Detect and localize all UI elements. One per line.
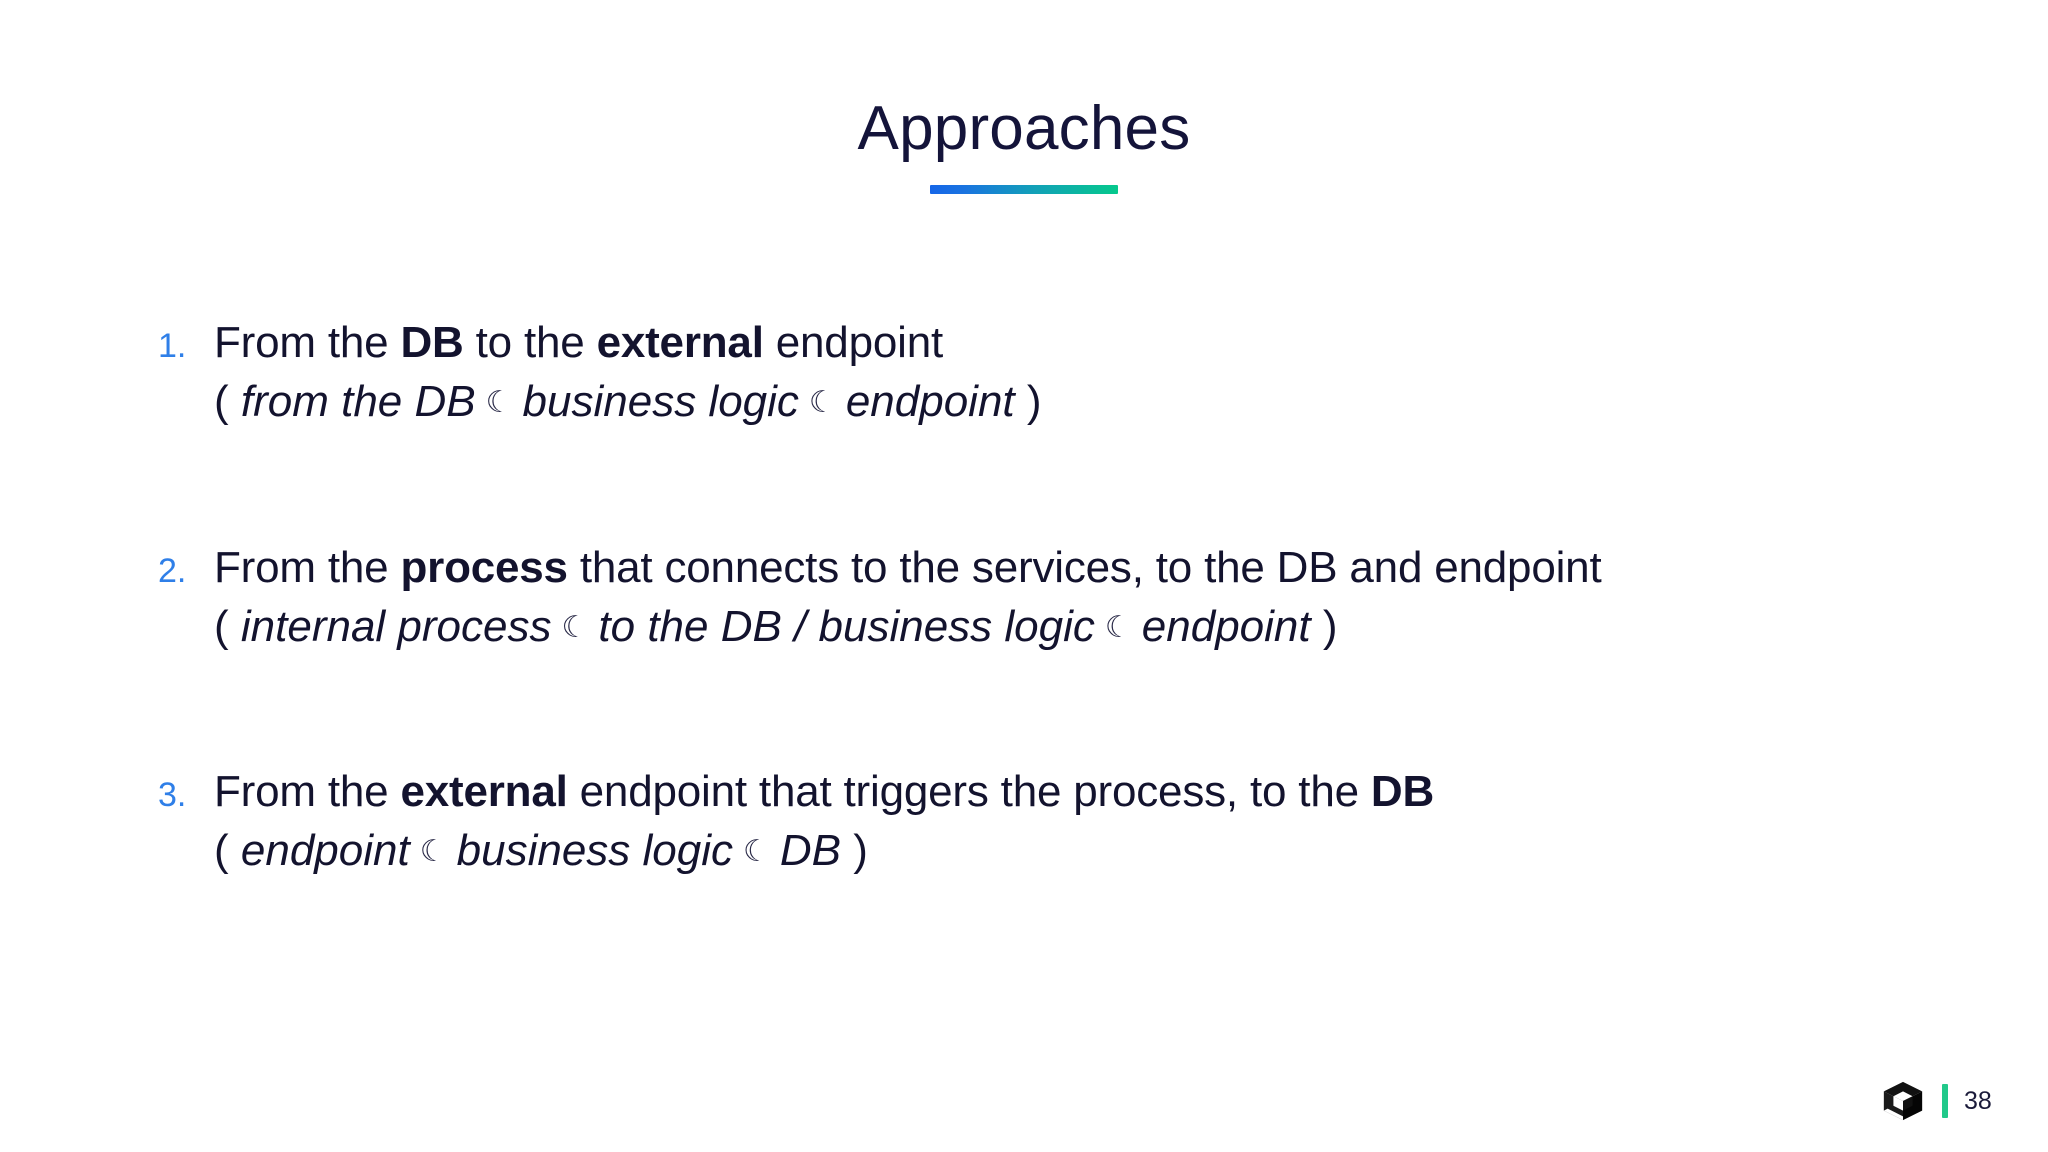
list-item: 3. From the external endpoint that trigg… [158,767,1988,876]
text-emphasis: external [400,767,568,817]
arrow-icon: ☾ [743,835,770,869]
list-item-sub-line: ( endpoint ☾ business logic ☾ DB ) [158,826,1988,875]
flow-step: business logic [456,826,733,876]
arrow-icon: ☾ [808,386,836,420]
arrow-icon: ☾ [485,386,513,420]
list-marker: 1. [158,327,187,365]
text-segment: that connects to the services, to the DB… [567,542,1602,592]
list-item-text: From the process that connects to the se… [214,542,1602,592]
text-segment: From the [214,542,401,592]
title-block: Approaches [0,94,2048,195]
list-item-main-line: 3. From the external endpoint that trigg… [158,767,1988,816]
list-item-text: From the DB to the external endpoint [214,318,943,367]
paren-open: ( [214,826,229,876]
list-marker: 2. [158,551,187,590]
list-item: 1. From the DB to the external endpoint … [158,318,1988,427]
paren-close: ) [853,826,868,876]
paren-open: ( [214,601,229,651]
text-emphasis: DB [400,318,464,367]
flow-step: endpoint [240,826,410,876]
list-item-sub-line: ( from the DB ☾ business logic ☾ endpoint ) [158,377,1988,426]
flow-step: endpoint [1141,601,1311,651]
title-accent-rule [930,185,1118,195]
text-emphasis: external [596,318,764,367]
text-segment: From the [214,767,401,817]
approaches-list: 1. From the DB to the external endpoint … [158,318,1988,876]
page-number: 38 [1964,1086,1992,1115]
flow-step: internal process [240,601,552,651]
cube-logo-icon [1883,1081,1923,1121]
flow-step: from the DB [240,377,476,427]
arrow-icon: ☾ [1104,610,1132,644]
footer-separator [1942,1084,1948,1118]
flow-step: to the DB / business logic [598,601,1095,651]
text-segment: endpoint [763,318,943,367]
paren-close: ) [1322,601,1338,651]
text-emphasis: process [400,542,568,592]
page-title: Approaches [857,94,1191,163]
paren-close: ) [1026,377,1042,427]
arrow-icon: ☾ [419,835,447,869]
list-item: 2. From the process that connects to the… [158,543,1988,652]
paren-open: ( [214,377,229,427]
text-segment: endpoint that triggers the process, to t… [567,767,1371,817]
flow-step: endpoint [845,377,1015,427]
list-marker: 3. [158,776,187,815]
list-item-sub-line: ( internal process ☾ to the DB / business … [158,602,1988,651]
list-item-main-line: 1. From the DB to the external endpoint [158,318,1988,367]
flow-step: business logic [522,377,799,427]
list-item-main-line: 2. From the process that connects to the… [158,543,1988,592]
text-segment: From the [214,318,401,367]
text-segment: to the [463,318,597,367]
flow-step: DB [779,826,842,876]
text-emphasis: DB [1370,767,1435,817]
list-item-text: From the external endpoint that triggers… [214,767,1434,816]
slide-footer: 38 [1880,1078,1994,1124]
arrow-icon: ☾ [561,610,589,644]
